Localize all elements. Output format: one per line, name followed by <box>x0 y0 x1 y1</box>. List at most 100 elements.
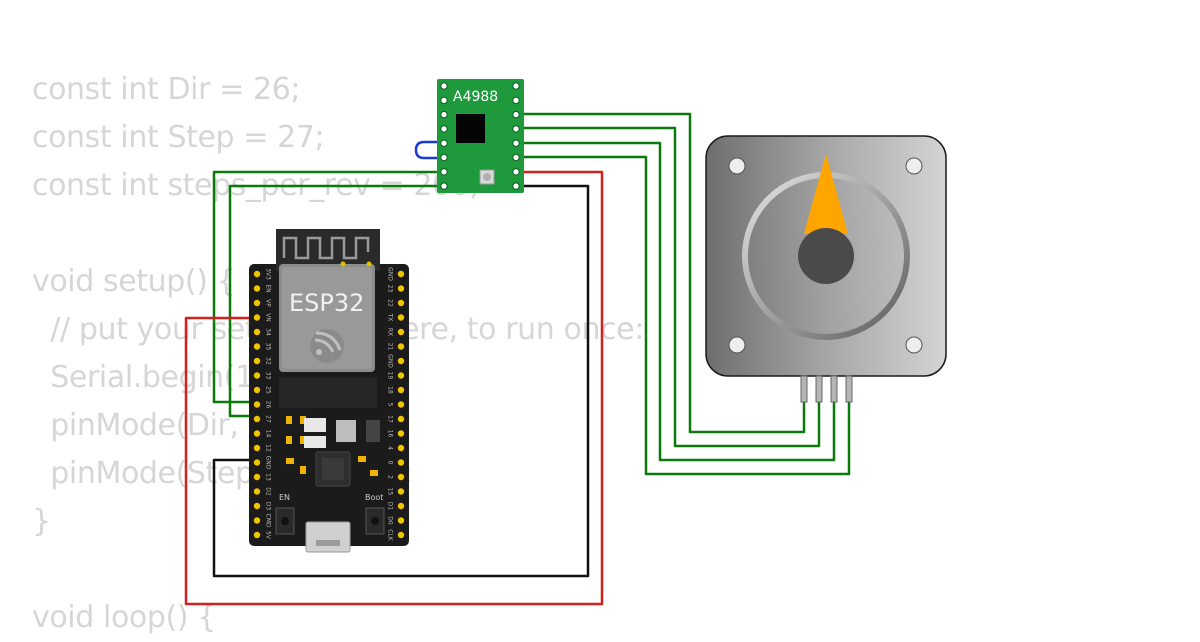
boot-label: Boot <box>365 493 383 502</box>
driver-pin[interactable] <box>440 153 448 162</box>
esp32-pin-label: 14 <box>265 430 272 438</box>
esp32-pin[interactable] <box>397 328 405 336</box>
driver-pin[interactable] <box>512 139 520 147</box>
driver-pin[interactable] <box>440 139 448 147</box>
wire-coil-3[interactable] <box>516 141 836 462</box>
esp32-pin[interactable] <box>397 473 405 481</box>
code-line: void setup() { <box>32 264 236 299</box>
esp32-pin-label: 0 <box>387 461 394 465</box>
driver-pin[interactable] <box>512 168 520 176</box>
esp32-board[interactable]: ESP32 EN <box>249 229 409 553</box>
driver-label: A4988 <box>453 89 498 105</box>
wire-sleep-reset-loop[interactable] <box>414 140 444 160</box>
esp32-pin-label: 23 <box>387 285 394 293</box>
esp32-pin[interactable] <box>397 372 405 379</box>
wires <box>184 112 851 606</box>
wire-coil-1[interactable] <box>516 112 806 434</box>
driver-pin[interactable] <box>440 125 448 133</box>
driver-pin[interactable] <box>440 168 448 176</box>
driver-pin[interactable] <box>440 182 448 190</box>
esp32-pin-label: 3V3 <box>265 268 272 280</box>
usb-port[interactable] <box>305 521 351 553</box>
esp32-pin[interactable] <box>397 415 405 423</box>
esp32-pin[interactable] <box>397 270 405 278</box>
esp32-pin[interactable] <box>253 285 261 292</box>
esp32-pin-label: 13 <box>265 473 272 481</box>
driver-pins <box>440 82 520 190</box>
esp32-pin[interactable] <box>397 299 405 307</box>
wire-vmot[interactable] <box>184 170 604 606</box>
esp32-pin[interactable] <box>253 430 261 437</box>
en-label: EN <box>279 493 290 502</box>
esp32-pin[interactable] <box>253 531 261 539</box>
esp32-pin-label: 26 <box>265 401 272 409</box>
esp32-pin[interactable] <box>397 386 405 394</box>
esp32-pin[interactable] <box>397 488 405 495</box>
wire-coil-2[interactable] <box>516 126 821 448</box>
esp32-pin[interactable] <box>253 488 261 495</box>
esp32-pin-label: 25 <box>265 386 272 394</box>
esp32-pin[interactable] <box>253 502 261 510</box>
code-line: const int Step = 27; <box>32 120 325 155</box>
driver-pin[interactable] <box>512 153 520 162</box>
esp32-pin-label: 18 <box>387 386 394 394</box>
driver-pin[interactable] <box>440 82 448 90</box>
esp32-pin-label: CLK <box>387 529 394 542</box>
esp32-pin[interactable] <box>253 343 261 350</box>
esp32-pin[interactable] <box>397 314 405 321</box>
driver-pin[interactable] <box>512 82 520 90</box>
en-button[interactable] <box>275 507 295 535</box>
esp32-pin[interactable] <box>397 502 405 510</box>
driver-pin[interactable] <box>440 96 448 105</box>
esp32-pin[interactable] <box>253 517 261 524</box>
esp32-pin[interactable] <box>397 343 405 350</box>
esp32-pin[interactable] <box>253 473 261 481</box>
esp32-pin[interactable] <box>253 299 261 307</box>
mount-hole <box>905 336 923 354</box>
esp32-pin[interactable] <box>397 357 405 365</box>
esp32-pin[interactable] <box>253 357 261 365</box>
esp32-pin[interactable] <box>253 386 261 394</box>
esp32-pin[interactable] <box>397 517 405 524</box>
esp32-pin[interactable] <box>253 270 261 278</box>
esp32-pin[interactable] <box>397 401 405 408</box>
mount-hole <box>728 336 746 354</box>
boot-button[interactable] <box>365 507 385 535</box>
esp32-pin[interactable] <box>253 328 261 336</box>
esp32-pin[interactable] <box>397 285 405 292</box>
wire-gnd[interactable] <box>212 184 590 578</box>
driver-pin[interactable] <box>440 110 448 119</box>
esp32-pin-label: D1 <box>387 502 394 511</box>
esp32-pin-label: 22 <box>387 299 394 307</box>
esp32-pin-label: 19 <box>387 372 394 380</box>
stepper-motor[interactable] <box>705 135 947 403</box>
antenna-trace <box>282 236 370 260</box>
esp32-pin-label: GND <box>387 267 394 281</box>
esp32-pin[interactable] <box>253 372 261 379</box>
esp32-pin[interactable] <box>397 430 405 437</box>
a4988-driver[interactable]: A4988 <box>437 79 524 193</box>
code-background: const int Dir = 26;const int Step = 27;c… <box>32 66 644 642</box>
esp32-left-header: 3V3ENVPVN343532332526271412GND13D2D3CMD5… <box>253 268 272 540</box>
driver-pin[interactable] <box>512 96 520 105</box>
motor-connector-pins <box>800 375 853 403</box>
esp32-pin[interactable] <box>397 444 405 452</box>
wire-dir[interactable] <box>228 184 444 418</box>
esp32-pin[interactable] <box>397 531 405 539</box>
wire-coil-4[interactable] <box>516 155 851 476</box>
esp32-pin[interactable] <box>397 459 405 466</box>
driver-pin[interactable] <box>512 182 520 190</box>
driver-chip <box>456 114 485 143</box>
esp32-pin[interactable] <box>253 459 261 466</box>
driver-pin[interactable] <box>512 125 520 133</box>
mount-hole <box>905 157 923 175</box>
esp32-pin[interactable] <box>253 415 261 423</box>
esp32-pin-label: 21 <box>387 343 394 351</box>
driver-pin[interactable] <box>512 110 520 119</box>
esp32-pin[interactable] <box>253 401 261 408</box>
esp32-pin[interactable] <box>253 444 261 452</box>
wire-step[interactable] <box>212 170 444 404</box>
esp32-pin[interactable] <box>253 314 261 321</box>
